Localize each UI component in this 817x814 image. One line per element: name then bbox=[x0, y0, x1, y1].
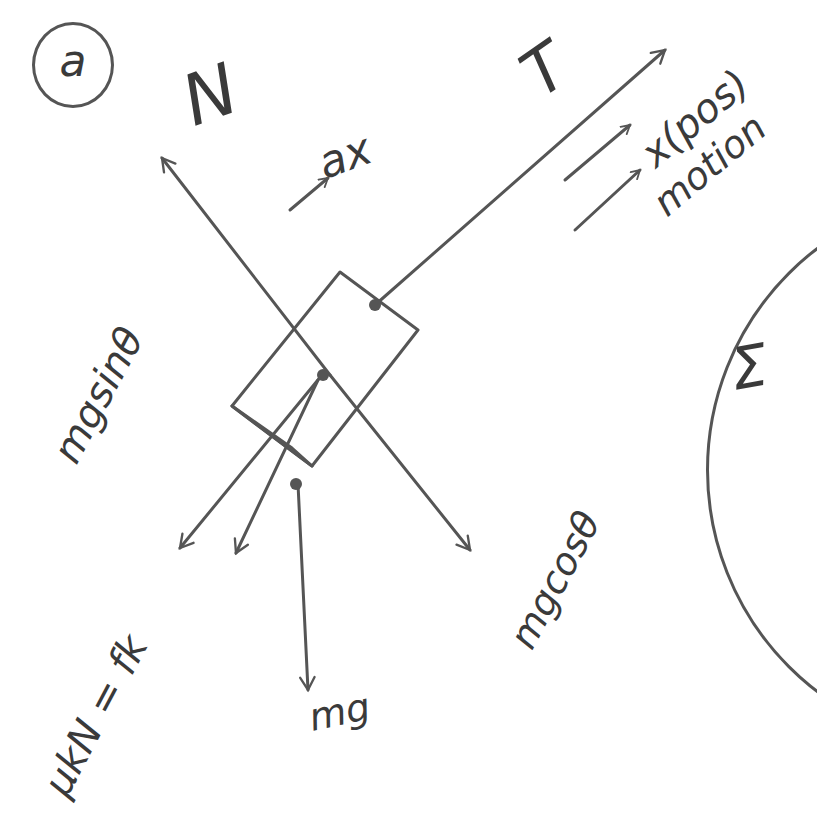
force-label: mgsinθ bbox=[43, 320, 152, 471]
force-label: N bbox=[171, 48, 248, 143]
force-label: ax bbox=[311, 122, 378, 188]
force-label: μkN = fk bbox=[34, 627, 157, 803]
part-letter-circle: a bbox=[32, 22, 114, 108]
part-letter: a bbox=[60, 35, 87, 86]
sum-symbol: Σ bbox=[725, 330, 773, 403]
force-label: mgcosθ bbox=[501, 504, 609, 656]
force-label: mg bbox=[306, 684, 375, 740]
force-label: T bbox=[508, 28, 582, 111]
equation-circle: Σ bbox=[706, 190, 817, 750]
